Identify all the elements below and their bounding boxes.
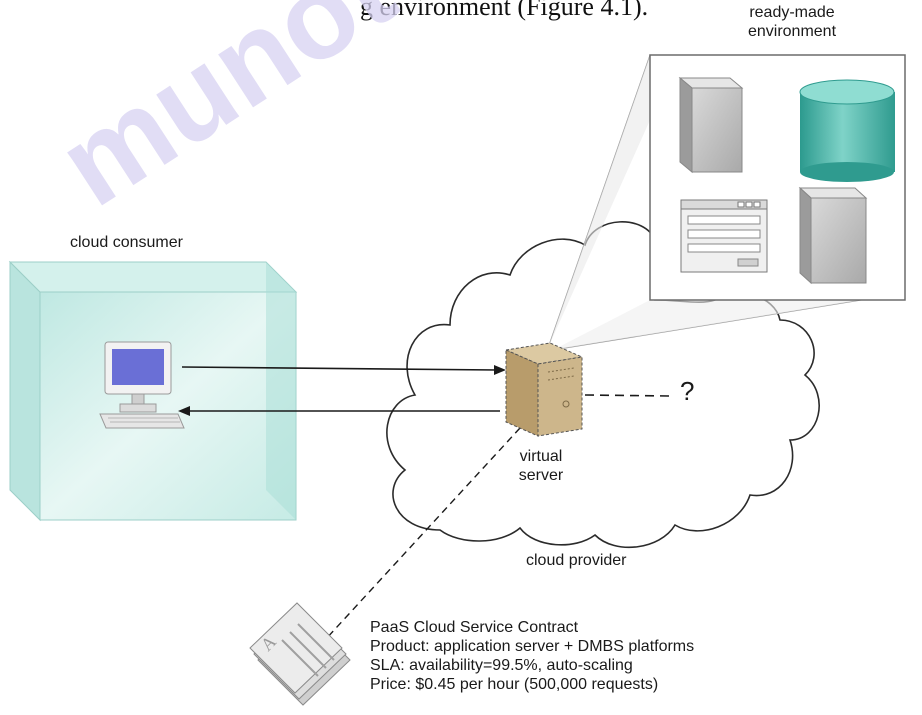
service-contract-text: PaaS Cloud Service Contract Product: app… xyxy=(370,618,694,694)
virtual-server-icon xyxy=(504,342,584,437)
contract-product: Product: application server + DMBS platf… xyxy=(370,638,695,655)
contract-sla: SLA: availability=99.5%, auto-scaling xyxy=(370,657,633,674)
question-mark: ? xyxy=(680,376,695,406)
ready-made-environment-label: ready-made environment xyxy=(722,3,862,41)
watermark: munotes xyxy=(36,0,528,232)
cloud-provider-label: cloud provider xyxy=(526,552,627,569)
database-icon xyxy=(799,79,895,182)
virtual-server-label-line1: virtual xyxy=(519,448,563,465)
response-arrow xyxy=(178,406,500,416)
cloud-consumer-label: cloud consumer xyxy=(70,234,183,251)
ready-made-label-line1: ready-made xyxy=(749,4,835,21)
storage-block-icon xyxy=(798,186,868,285)
application-form-icon xyxy=(680,199,768,273)
clipped-header-text: g environment (Figure 4.1). xyxy=(360,0,649,21)
ready-made-environment-box xyxy=(649,54,906,301)
zoom-callout xyxy=(547,54,906,351)
cloud-consumer-box xyxy=(8,260,298,522)
contract-title: PaaS Cloud Service Contract xyxy=(370,619,579,636)
virtual-server-label: virtual server xyxy=(505,447,577,485)
contract-document-icon: A xyxy=(249,602,351,706)
workstation-icon xyxy=(99,341,185,429)
contract-price: Price: $0.45 per hour (500,000 requests) xyxy=(370,676,659,693)
server-block-icon xyxy=(678,76,744,174)
ready-made-label-line2: environment xyxy=(747,23,837,40)
contract-link-line xyxy=(324,427,521,641)
request-arrow xyxy=(181,365,506,375)
virtual-server-label-line2: server xyxy=(518,467,564,484)
